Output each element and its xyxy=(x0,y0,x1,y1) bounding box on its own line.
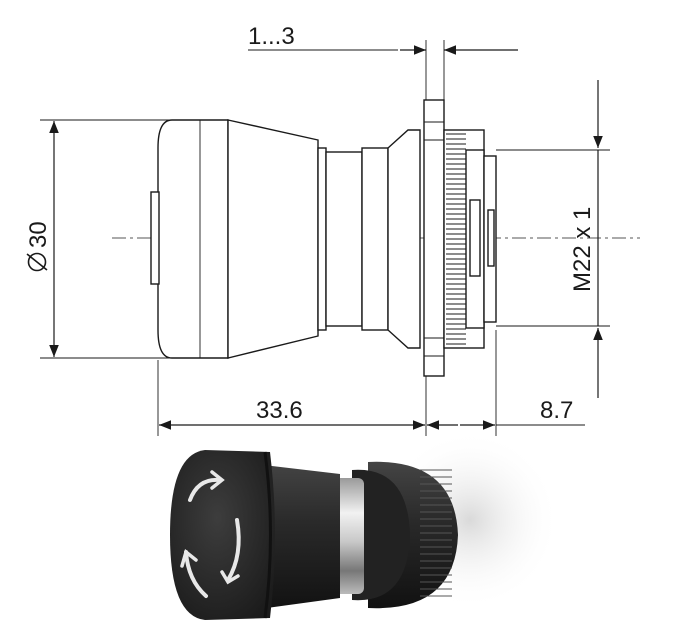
dim-diameter: 30 xyxy=(25,221,52,248)
dimension-lines: 1...3 30 M22 x 1 33.6 8.7 xyxy=(25,23,610,436)
mushroom-cap xyxy=(157,119,229,359)
dim-thread: M22 x 1 xyxy=(569,207,596,292)
cap-taper xyxy=(227,119,319,359)
dim-length-head: 33.6 xyxy=(256,397,303,424)
cap-face xyxy=(170,450,275,620)
dim-flange-gap: 1...3 xyxy=(248,23,295,50)
rotate-arrows-icon xyxy=(180,470,241,598)
collar xyxy=(387,129,421,349)
product-photo xyxy=(170,430,560,620)
dim-diameter-label: 30 xyxy=(25,221,52,272)
cap-front-lip xyxy=(150,191,160,285)
dim-length-body: 8.7 xyxy=(540,397,573,424)
panel-flange xyxy=(423,99,445,377)
chrome-neck xyxy=(334,478,364,594)
neck xyxy=(325,151,363,327)
button-outline-drawing xyxy=(112,99,640,377)
diameter-symbol-icon xyxy=(26,252,48,272)
